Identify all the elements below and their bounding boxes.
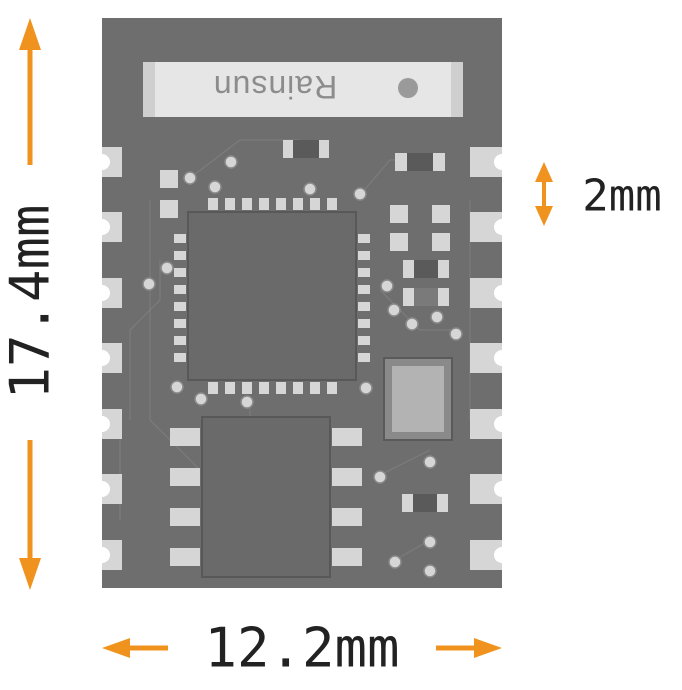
chip-bottom-pins — [208, 382, 337, 394]
right-edge-pads — [470, 147, 510, 570]
antenna-component: Rainsun — [143, 62, 463, 117]
pitch-label: 2mm — [582, 171, 661, 222]
smd-components — [160, 140, 450, 512]
pitch-dimension-arrow — [535, 162, 553, 226]
height-label: 17.4mm — [0, 204, 62, 399]
main-chip — [174, 198, 370, 394]
flash-chip — [170, 416, 362, 578]
left-edge-pads — [94, 147, 122, 570]
chip-top-pins — [208, 198, 337, 210]
pcb-traces — [119, 139, 471, 561]
vias — [142, 155, 463, 578]
width-label: 12.2mm — [204, 617, 399, 680]
width-dimension-arrow — [102, 638, 502, 658]
chip-left-pins — [174, 234, 186, 362]
chip-right-pins — [358, 234, 370, 362]
antenna-brand-text: Rainsun — [213, 69, 337, 105]
crystal-component — [383, 357, 453, 441]
height-dimension-arrow — [19, 18, 41, 590]
antenna-dot — [398, 78, 418, 98]
